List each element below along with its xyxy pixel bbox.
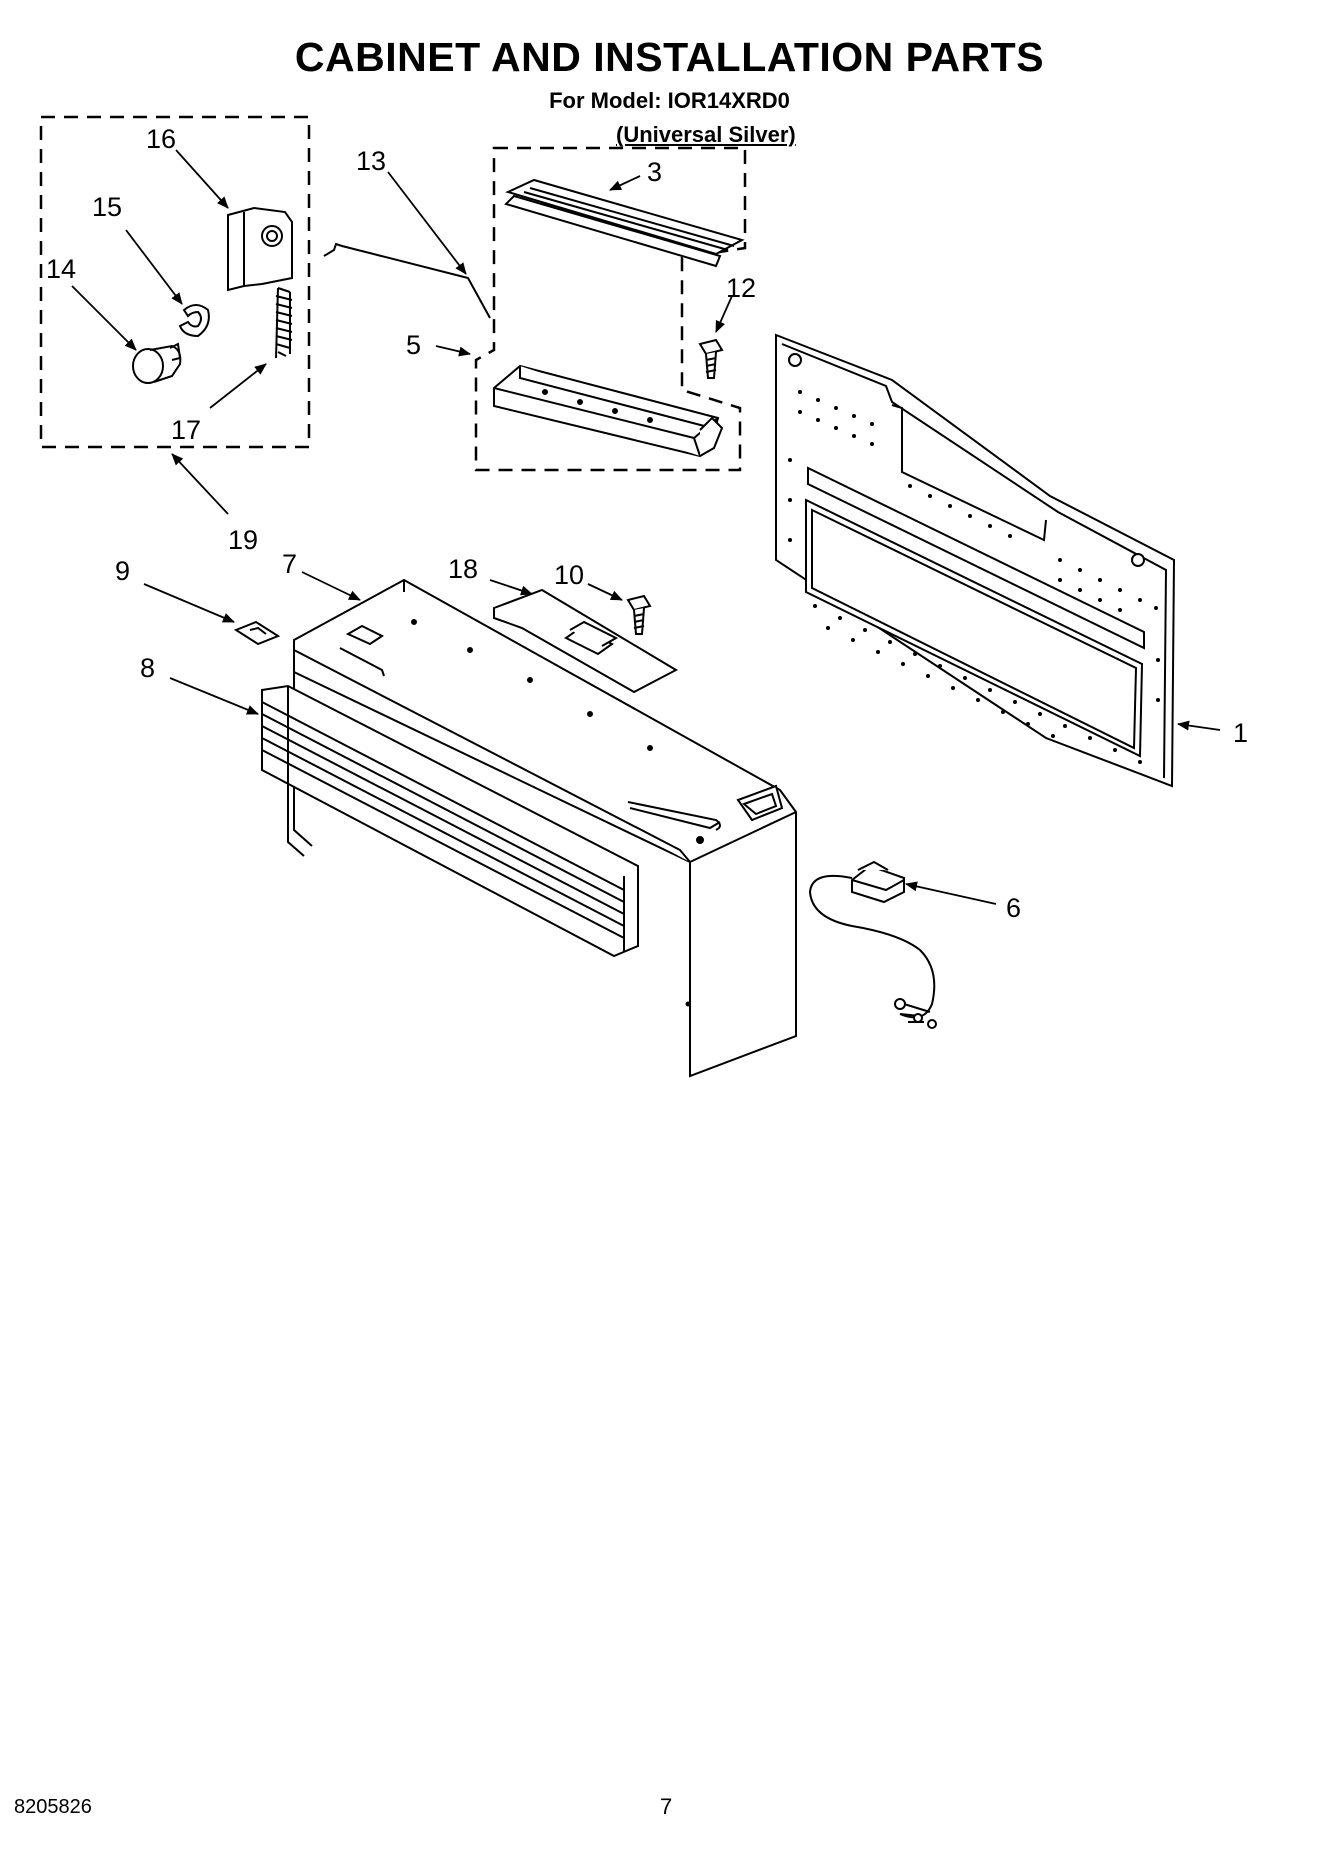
callout-5: 5 — [406, 330, 421, 360]
part-3-strip — [504, 178, 745, 268]
part-7-cabinet — [293, 578, 797, 1078]
callout-16: 16 — [146, 124, 176, 154]
part-8-grille — [261, 684, 639, 958]
part-10-screw — [626, 594, 652, 635]
leader-14 — [71, 285, 137, 351]
leader-13 — [387, 171, 467, 275]
callout-13: 13 — [356, 146, 386, 176]
callout-1: 1 — [1233, 718, 1248, 748]
part-14-bumper — [132, 342, 182, 384]
leader-10 — [587, 583, 623, 601]
callout-6: 6 — [1006, 893, 1021, 923]
leader-12 — [715, 295, 733, 333]
part-1-mounting-plate — [775, 333, 1176, 788]
leader-18 — [489, 579, 533, 596]
page-title: CABINET AND INSTALLATION PARTS — [294, 34, 1045, 80]
leader-3 — [609, 175, 641, 191]
callout-7: 7 — [282, 549, 297, 579]
part-5-tray — [493, 364, 724, 458]
part-17-spring — [275, 287, 293, 359]
part-18-plate — [493, 588, 679, 694]
part-12-screw — [698, 338, 724, 379]
part-9-clip — [233, 620, 281, 646]
callout-17: 17 — [171, 415, 201, 445]
leader-6 — [905, 881, 997, 905]
doc-number: 8205826 — [14, 1796, 92, 1818]
leader-16 — [175, 149, 229, 209]
leader-17 — [209, 363, 267, 409]
callout-3: 3 — [647, 157, 662, 187]
leader-15 — [125, 229, 183, 305]
leader-lines — [71, 149, 1221, 905]
part-13-rod — [323, 242, 491, 319]
page-number: 7 — [660, 1794, 673, 1819]
leader-5 — [435, 345, 471, 357]
leader-9 — [143, 583, 235, 623]
part-15-clip — [178, 304, 210, 338]
part-16-bracket — [227, 206, 293, 292]
bracket-group-box — [474, 146, 747, 472]
callout-15: 15 — [92, 192, 122, 222]
callout-10: 10 — [554, 560, 584, 590]
callout-8: 8 — [140, 653, 155, 683]
leader-1 — [1177, 720, 1221, 731]
leader-19 — [171, 453, 229, 515]
callout-18: 18 — [448, 554, 478, 584]
callout-9: 9 — [115, 556, 130, 586]
leader-7 — [301, 571, 361, 601]
part-6-switch — [808, 860, 937, 1029]
leader-8 — [169, 677, 259, 715]
callout-19: 19 — [228, 525, 258, 555]
callout-12: 12 — [726, 273, 756, 303]
callout-14: 14 — [46, 254, 76, 284]
variant-line: (Universal Silver) — [616, 122, 796, 147]
model-line: For Model: IOR14XRD0 — [549, 88, 790, 113]
